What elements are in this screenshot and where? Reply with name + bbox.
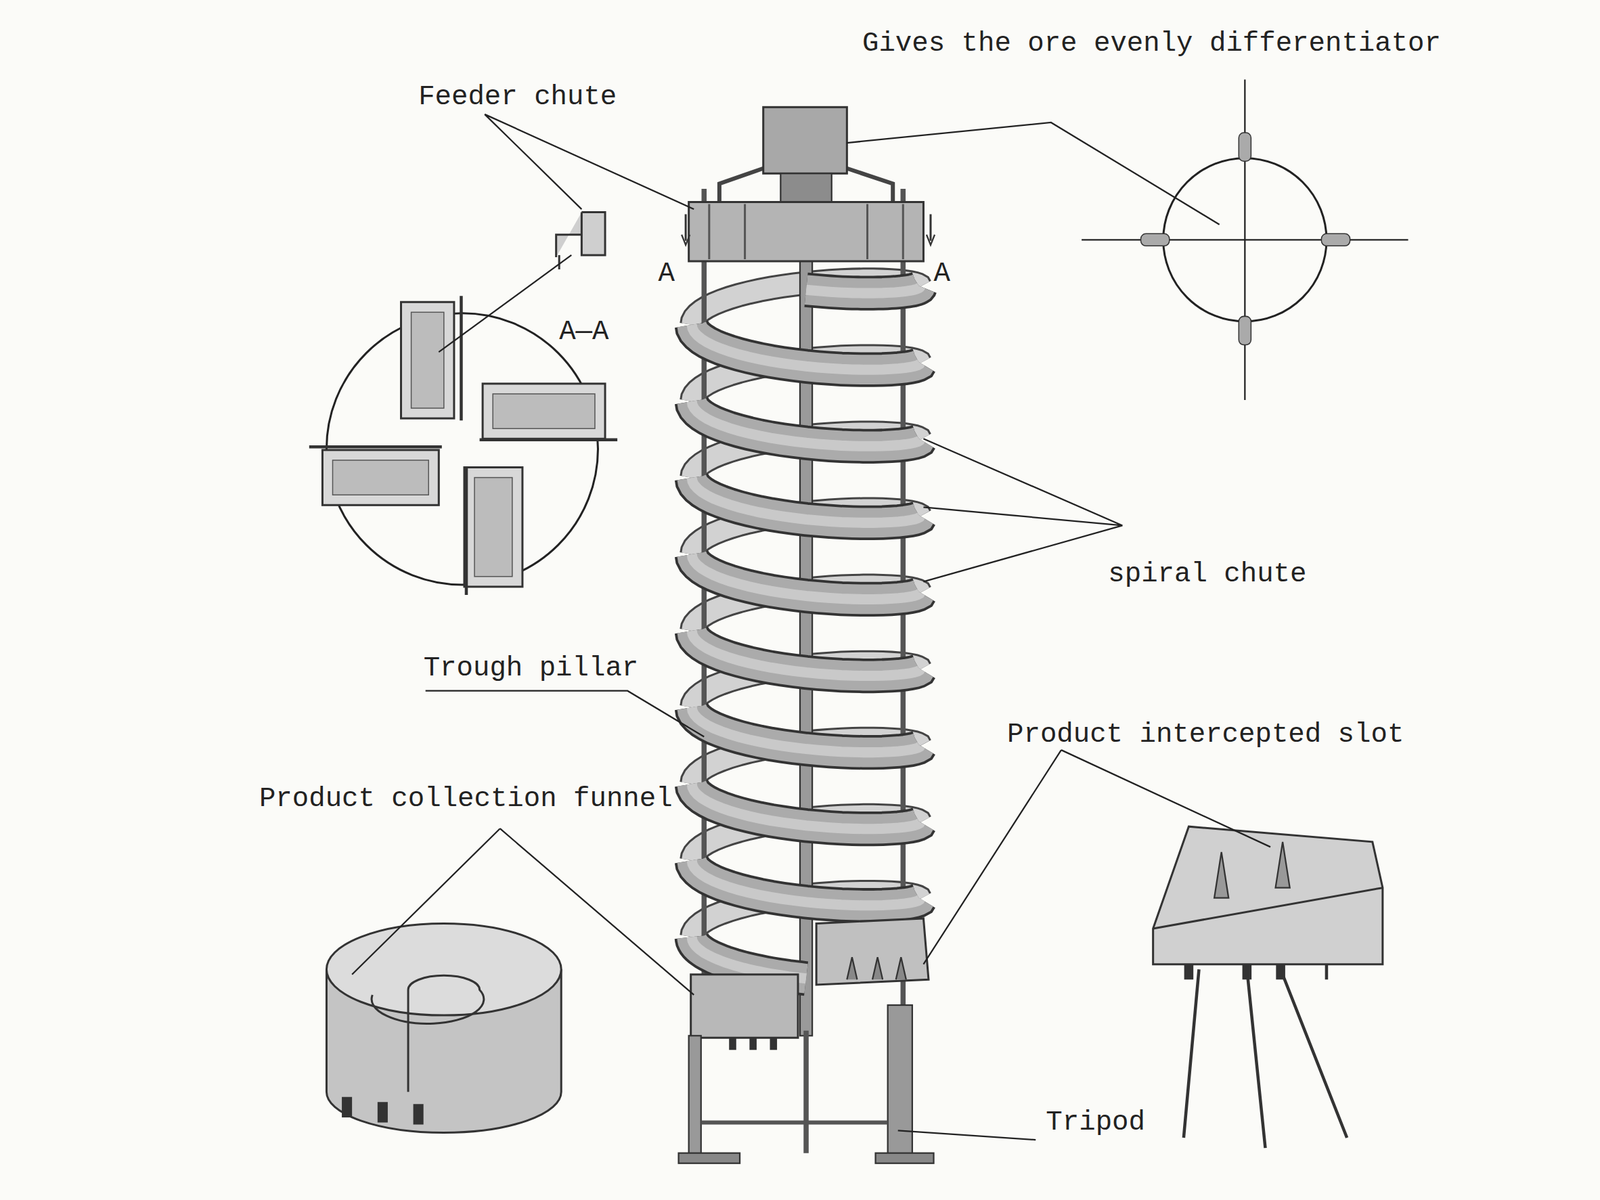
feeder-divisions (709, 204, 903, 260)
slot-legs (1183, 964, 1347, 1148)
tripod-leg (689, 1035, 702, 1157)
trough-front-edge (806, 286, 921, 294)
slot-cones (1214, 841, 1291, 899)
trough-highlight (691, 936, 807, 979)
leader-line (846, 122, 1219, 225)
trough-highlight (691, 707, 921, 752)
part-label: Feeder chute (418, 81, 617, 113)
chute-flange (309, 445, 442, 449)
part-label: Tripod (1045, 1107, 1146, 1138)
feeder-detail (556, 212, 606, 258)
trough-front (691, 554, 921, 599)
slot-edge (1153, 887, 1383, 929)
trough-front (691, 324, 921, 370)
trough-highlight (691, 401, 921, 447)
part-label: A—A (559, 316, 609, 347)
leader-line (923, 438, 1123, 582)
leader-line (484, 114, 694, 210)
trough-front (691, 783, 921, 829)
hopper-box (763, 106, 848, 174)
centre-lines (1081, 79, 1408, 400)
part-label: spiral chute (1107, 559, 1307, 590)
trough-front (691, 477, 921, 523)
spiral-back (691, 279, 921, 937)
leader-line (351, 828, 694, 995)
divider-pin (1141, 233, 1170, 246)
trough-front (691, 860, 921, 905)
part-label: Product collection funnel (259, 783, 673, 815)
trough-front-edge (691, 324, 921, 370)
chute-rect (401, 301, 455, 419)
chute-rect (322, 450, 439, 505)
trough-highlight (691, 324, 921, 370)
funnel-spiral (371, 975, 484, 1092)
trough-front-edge (691, 707, 921, 752)
trough-highlight (806, 286, 921, 294)
trough-front (691, 401, 921, 447)
chute-inner (492, 393, 595, 429)
chute-inner (332, 460, 429, 495)
part-label: A (657, 257, 675, 289)
base-plate (875, 1153, 935, 1164)
trough-front (806, 286, 921, 294)
chute-inner (474, 477, 513, 577)
chute-flange (459, 295, 463, 421)
leader-line (425, 691, 705, 738)
section-arrow (681, 234, 935, 246)
feeder-detail (558, 255, 561, 270)
slot-pipes (1188, 964, 1281, 981)
tripod-leg (803, 1030, 809, 1154)
trough-front-edge (691, 630, 921, 676)
trough-highlight (691, 860, 921, 905)
chute-rect (464, 467, 523, 587)
spiral-front (691, 286, 921, 979)
hopper-neck (780, 173, 832, 204)
part-label: A (934, 257, 951, 289)
trough-highlight (691, 477, 921, 523)
trough-front-edge (691, 936, 807, 979)
trough-front (691, 630, 921, 676)
part-label: Trough pillar (423, 653, 639, 684)
trough-front-edge (691, 554, 921, 599)
slot-cones (846, 957, 906, 980)
leader-line (898, 1130, 1037, 1140)
chute-inner (411, 312, 444, 409)
section-mark (685, 214, 931, 241)
funnel-top (326, 923, 562, 1016)
trough-front-edge (691, 477, 921, 523)
base-plate (678, 1153, 740, 1164)
trough-highlight (691, 783, 921, 829)
slot-detail (1153, 826, 1383, 965)
leader-lines (351, 114, 1271, 1140)
frame-rod (701, 188, 708, 1036)
trough-front (691, 936, 807, 979)
trough-front-edge (691, 401, 921, 447)
part-label: Product intercepted slot (1007, 719, 1404, 750)
funnel-pipes (347, 1097, 419, 1125)
trough-front-edge (691, 783, 921, 829)
feeder-head (689, 202, 924, 262)
tripod-leg (887, 1005, 913, 1157)
divider-pin (1238, 316, 1251, 345)
chute-flange (479, 438, 618, 442)
divider-pin (1238, 132, 1251, 162)
part-label: Gives the ore evenly differentiator (862, 28, 1441, 59)
trough-highlight (691, 630, 921, 676)
funnel-pipes (732, 1037, 773, 1050)
trough-front-edge (691, 860, 921, 905)
chute-rect (482, 383, 606, 439)
intercepted-slot (816, 918, 929, 985)
leader-line (438, 255, 572, 352)
chute-flange (464, 467, 469, 595)
trough-highlight (691, 554, 921, 599)
collection-funnel (691, 974, 798, 1038)
divider-pin (1321, 233, 1350, 246)
tripod-brace (701, 1120, 888, 1125)
trough-front (691, 707, 921, 752)
leader-line (923, 749, 1271, 965)
